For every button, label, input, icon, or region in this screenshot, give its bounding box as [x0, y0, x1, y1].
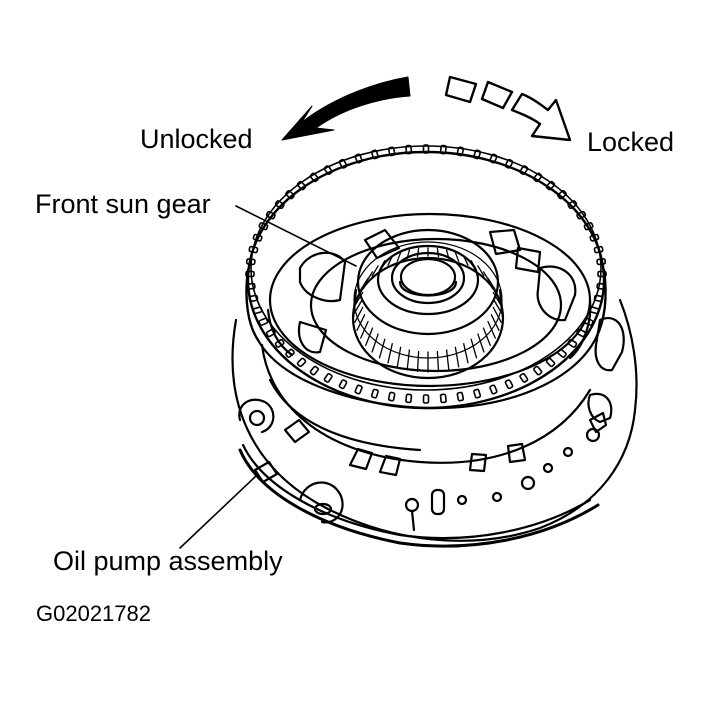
locked-arrow [444, 75, 572, 142]
locked-label: Locked [587, 127, 675, 157]
figure-code: G02021782 [36, 601, 151, 626]
sun-gear-leader [235, 205, 357, 267]
unlocked-arrow [281, 76, 411, 141]
unlocked-label: Unlocked [140, 124, 253, 154]
oil-pump-leader [179, 475, 257, 549]
sun-gear-teeth [353, 247, 503, 373]
outer-drum-ring [245, 145, 607, 410]
front-sun-gear-label: Front sun gear [35, 189, 211, 219]
clutch-hub [266, 212, 592, 388]
oil-pump-body [231, 298, 638, 548]
oil-pump-assembly-label: Oil pump assembly [53, 546, 283, 576]
drum-ring-holes [245, 144, 607, 404]
